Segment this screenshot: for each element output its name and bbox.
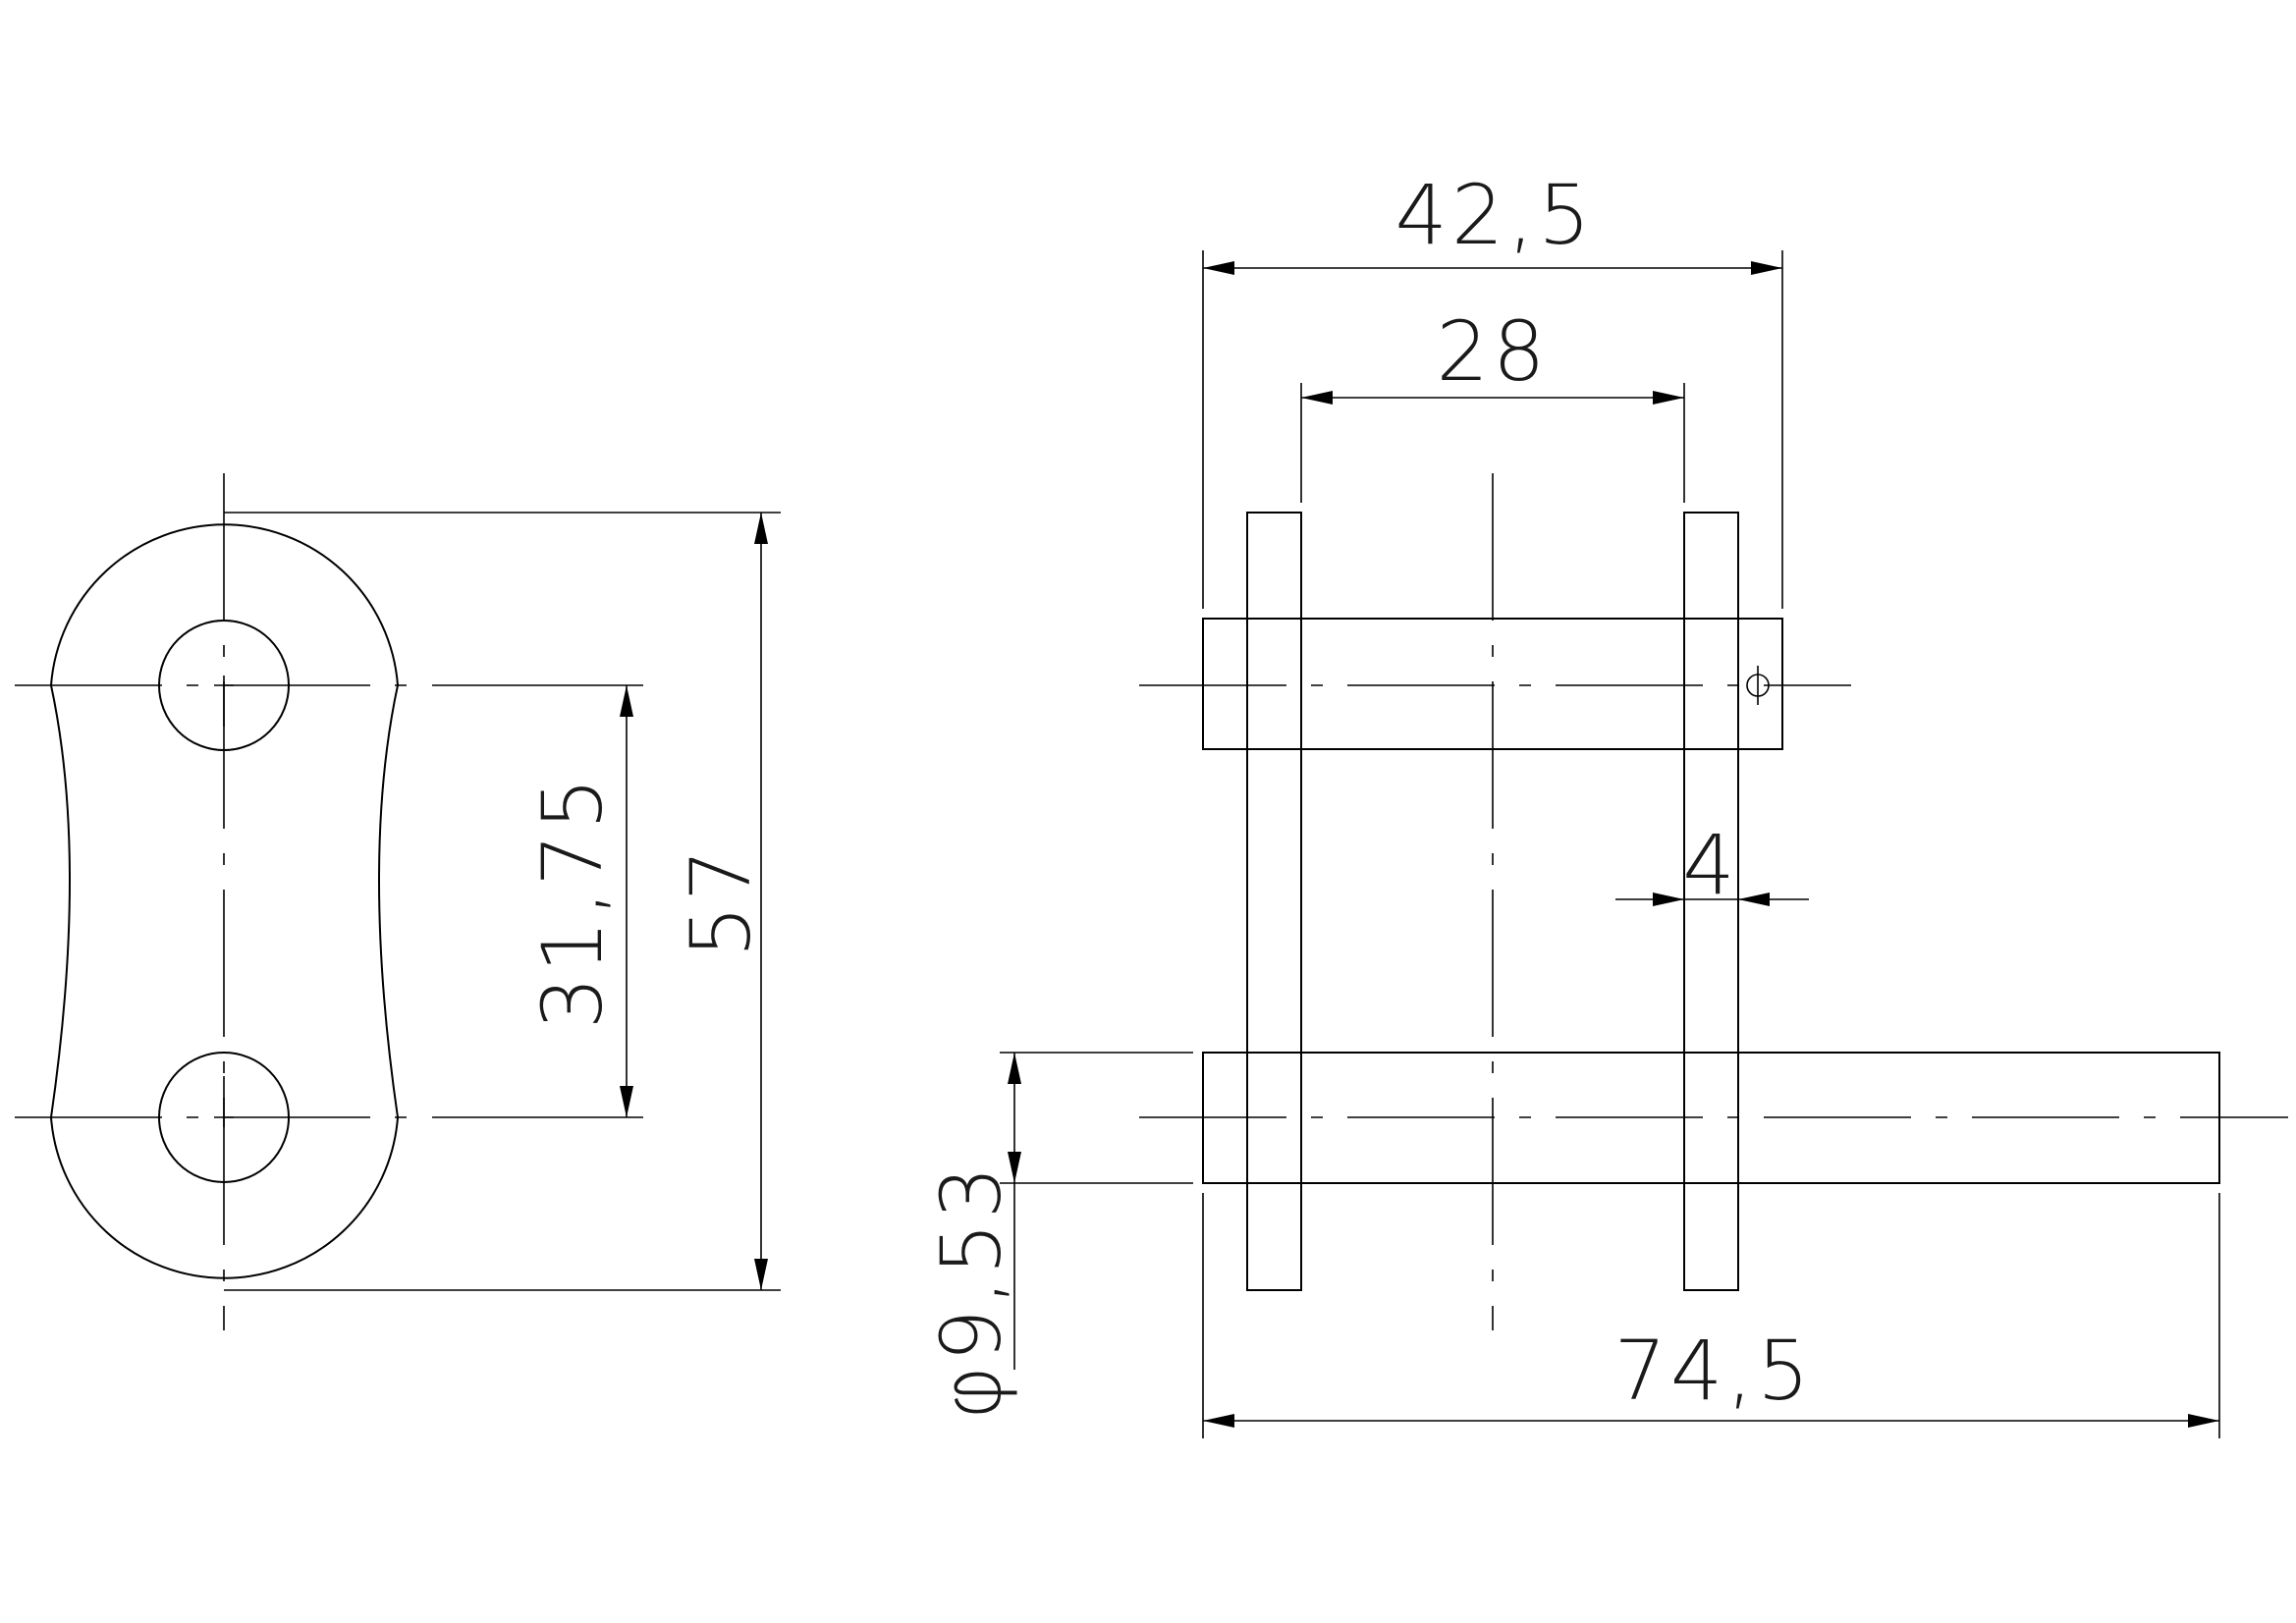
outer-width-label: 42,5 (1394, 167, 1594, 263)
extended-length-dimension: 74,5 (1203, 1323, 2219, 1428)
outer-width-dimension: 42,5 (1203, 167, 1782, 275)
extended-length-label: 74,5 (1613, 1323, 1813, 1419)
plate-thickness-label: 4 (1682, 817, 1738, 913)
side-plate-view: 31,75 57 (15, 473, 781, 1330)
plate-height-dimension: 57 (673, 513, 769, 1290)
plate-height-label: 57 (673, 845, 769, 958)
inner-width-label: 28 (1437, 303, 1550, 400)
plate-thickness-dimension: 4 (1615, 817, 1809, 913)
inner-width-dimension: 28 (1301, 303, 1684, 405)
pin-diameter-dimension: φ9,53 (923, 1053, 1021, 1420)
assembly-view: 42,5 28 4 φ9,53 74,5 (923, 167, 2288, 1438)
left-side-plate (1246, 512, 1302, 1291)
pitch-dimension: 31,75 (524, 685, 633, 1117)
right-side-plate (1683, 512, 1739, 1291)
pitch-label: 31,75 (524, 774, 621, 1029)
pin-diameter-label: φ9,53 (923, 1163, 1019, 1420)
